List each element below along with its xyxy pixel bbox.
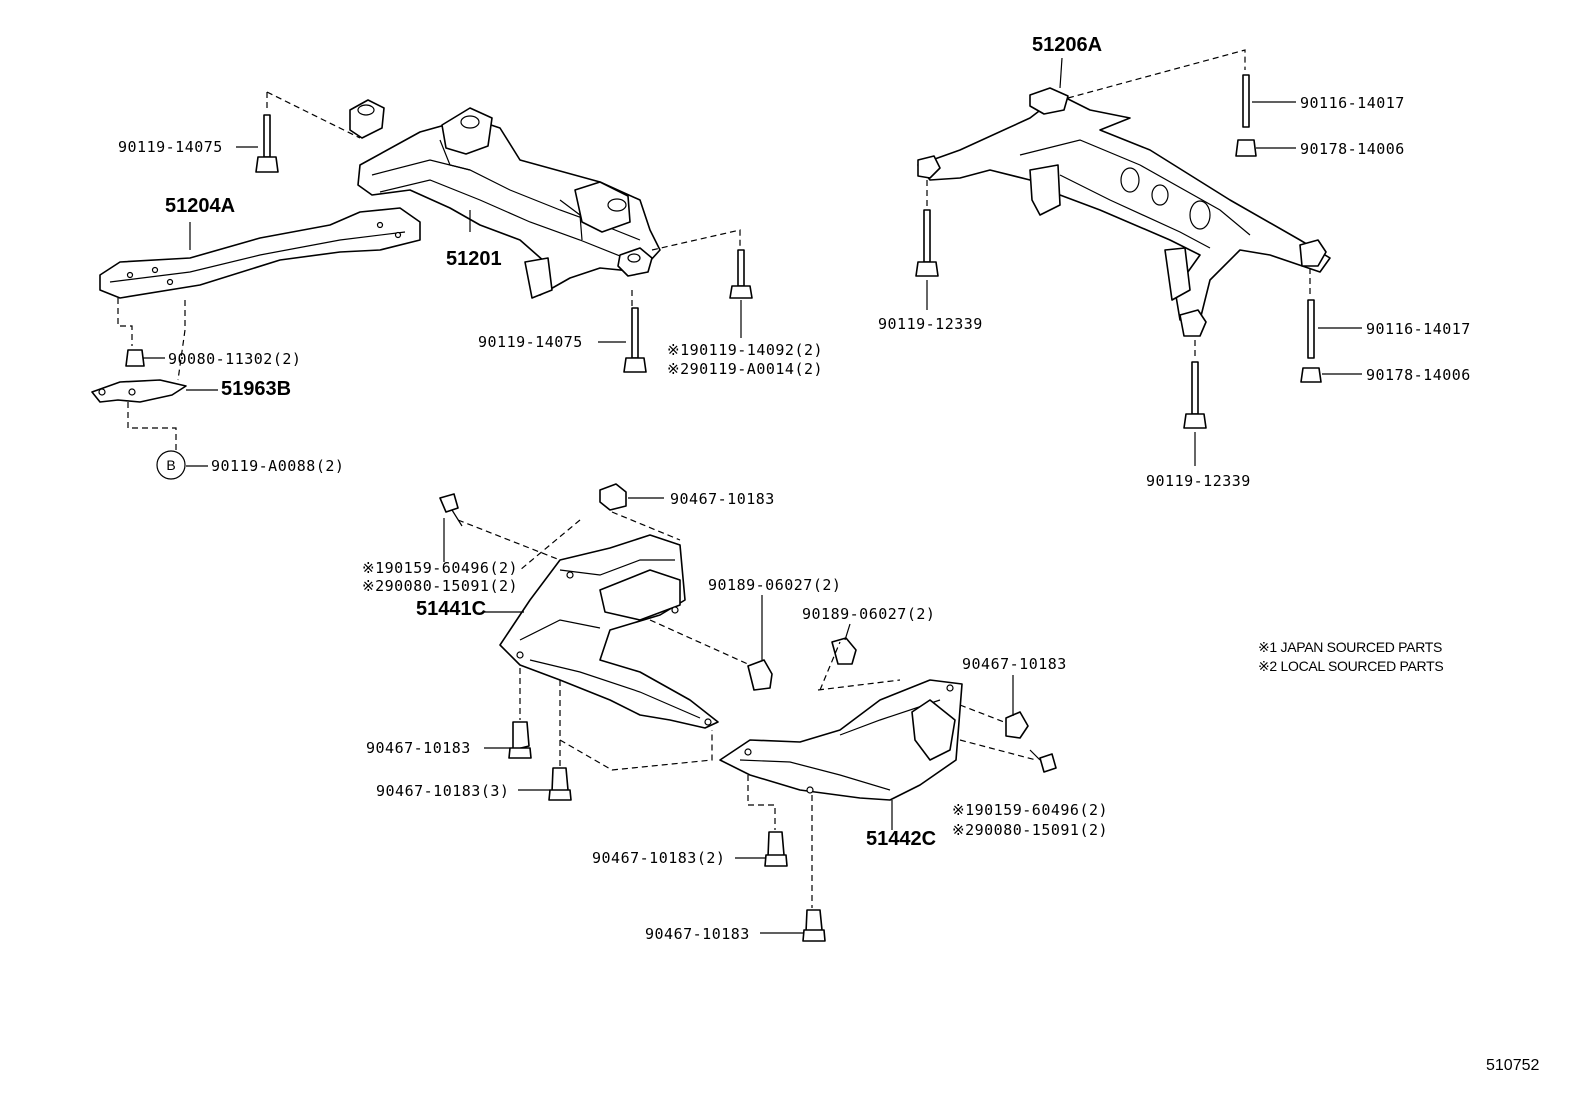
callout-90189-06027-a: 90189-06027(2): [708, 576, 842, 594]
callout-90119-A0088: 90119-A0088(2): [211, 457, 345, 475]
callout-90119-A0014: ※290119-A0014(2): [667, 360, 824, 378]
brace-plate-51204A: [99, 207, 421, 299]
note-local-sourced: ※2 LOCAL SOURCED PARTS: [1258, 658, 1444, 674]
callout-51441C: 51441C: [416, 598, 487, 620]
callout-90080-15091-right: ※290080-15091(2): [952, 821, 1109, 839]
front-crossmember-51201: [349, 99, 661, 299]
note-japan-sourced: ※1 JAPAN SOURCED PARTS: [1258, 639, 1443, 655]
bolts-front: [125, 114, 753, 480]
callout-90119-14075-mid: 90119-14075: [478, 333, 583, 351]
under-cover-51442C: [719, 679, 963, 801]
callout-90467-10183-c: 90467-10183: [366, 739, 471, 757]
callout-51206A: 51206A: [1032, 34, 1103, 56]
callout-90116-14017-right: 90116-14017: [1366, 320, 1471, 338]
callout-90159-60496-right: ※190159-60496(2): [952, 801, 1109, 819]
callout-90467-10183-d: 90467-10183(3): [376, 782, 510, 800]
callout-51442C: 51442C: [866, 828, 937, 850]
callout-90467-10183-a: 90467-10183: [670, 490, 775, 508]
callout-51204A: 51204A: [165, 195, 236, 217]
callout-90159-60496-left: ※190159-60496(2): [362, 559, 519, 577]
callout-90119-14092: ※190119-14092(2): [667, 341, 824, 359]
callout-90119-14075-top: 90119-14075: [118, 138, 223, 156]
under-cover-51441C: [499, 534, 719, 729]
circle-b-mark: B: [166, 457, 175, 473]
illustration-code: 510752: [1486, 1057, 1540, 1074]
bracket-51963B: [91, 379, 187, 403]
callout-51201: 51201: [446, 248, 502, 270]
bolts-rear: [915, 74, 1322, 429]
callout-90119-12339-bottom: 90119-12339: [1146, 472, 1251, 490]
callout-51963B: 51963B: [221, 378, 292, 400]
callout-90178-14006-right: 90178-14006: [1366, 366, 1471, 384]
callout-90467-10183-f: 90467-10183: [645, 925, 750, 943]
callout-90467-10183-e: 90467-10183(2): [592, 849, 726, 867]
callout-90080-15091-left: ※290080-15091(2): [362, 577, 519, 595]
callout-90119-12339-left: 90119-12339: [878, 315, 983, 333]
fasteners-under: [439, 483, 1057, 942]
callout-90116-14017-top: 90116-14017: [1300, 94, 1405, 112]
callout-90178-14006-top: 90178-14006: [1300, 140, 1405, 158]
callout-90080-11302: 90080-11302(2): [168, 350, 302, 368]
callout-90467-10183-b: 90467-10183: [962, 655, 1067, 673]
rear-crossmember-51206A: [917, 87, 1331, 337]
callout-90189-06027-b: 90189-06027(2): [802, 605, 936, 623]
